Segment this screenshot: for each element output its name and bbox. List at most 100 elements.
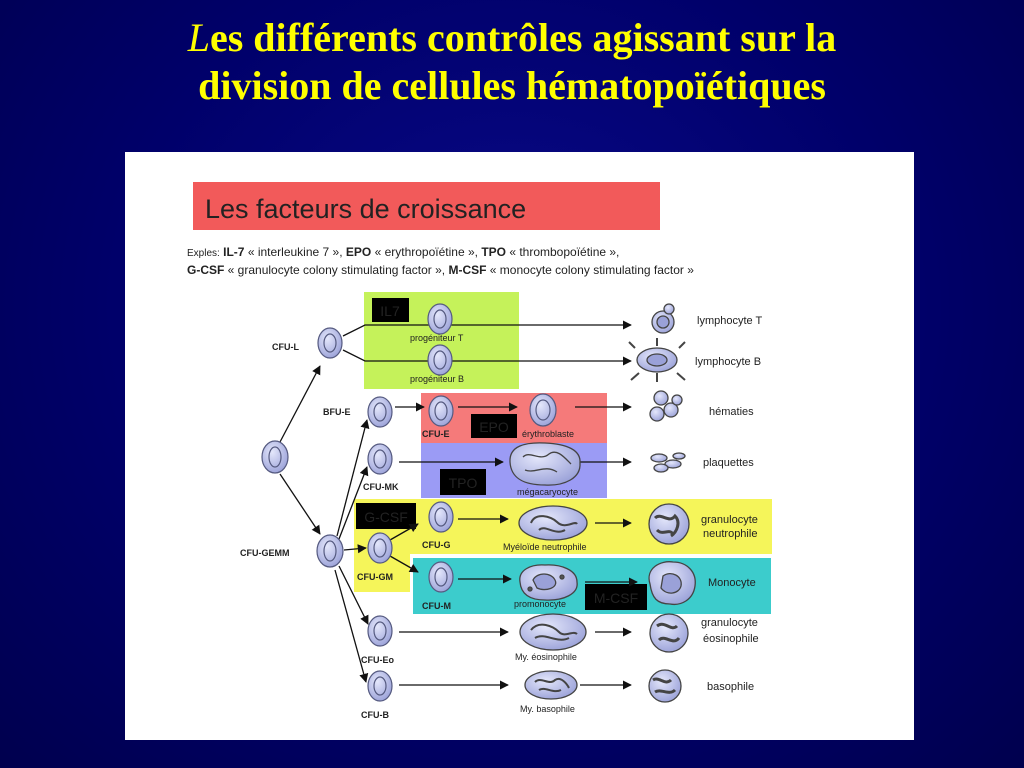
arrow-stem-cfu-l	[279, 365, 321, 443]
label-cfu-g: CFU-G	[422, 540, 451, 550]
arrow-gemm-cfu-mk	[338, 466, 369, 540]
label-granulo-neutro-2: neutrophile	[703, 528, 757, 540]
cell-cfu-gemm	[316, 534, 344, 568]
examples-exLine2-part-3: « monocyte colony stimulating factor »	[486, 263, 694, 277]
examples-exLine1-part-5: « thrombopoïétine »,	[506, 245, 619, 259]
label-myeloid-neutro: Myéloïde neutrophile	[503, 542, 587, 552]
examples-exLine1-part-0: IL-7	[223, 245, 245, 259]
examples-line2: G-CSF « granulocyte colony stimulating f…	[187, 263, 694, 277]
label-cfu-gemm: CFU-GEMM	[240, 548, 290, 558]
label-my-baso: My. basophile	[520, 704, 575, 714]
label-promonocyte: promonocyte	[514, 599, 566, 609]
label-monocyte: Monocyte	[708, 577, 756, 589]
label-cfu-e: CFU-E	[422, 429, 450, 439]
gcsf-label: G-CSF	[364, 509, 408, 525]
cell-prog-b	[427, 344, 453, 376]
examples-exLine2-part-1: « granulocyte colony stimulating factor …	[224, 263, 448, 277]
cell-cfu-mk	[367, 443, 393, 475]
label-cfu-b: CFU-B	[361, 710, 389, 720]
label-lymph-t: lymphocyte T	[697, 315, 762, 327]
cell-monocyte	[648, 561, 696, 606]
label-my-eosino: My. éosinophile	[515, 652, 577, 662]
cell-basophile	[648, 669, 682, 703]
arrow-gemm-cfu-gm	[343, 544, 367, 554]
title-line2: division de cellules hématopoïétiques	[198, 63, 826, 108]
complex-cells	[509, 303, 696, 703]
arrow-gemm-cfu-b	[334, 569, 369, 683]
banner-box	[193, 182, 660, 230]
label-cfu-mk: CFU-MK	[363, 482, 399, 492]
examples-exLine1-part-3: « erythropoïétine »,	[371, 245, 481, 259]
cell-cfu-g	[428, 501, 454, 533]
arrow-cfu-gm-cfu-g	[389, 523, 419, 541]
mcsf-label-box	[585, 584, 647, 610]
cell-cfu-gm	[367, 532, 393, 564]
cell-plaquettes	[650, 452, 686, 473]
mcsf-label: M-CSF	[594, 590, 638, 606]
cell-stem	[261, 440, 289, 474]
label-megakaryocyte: mégacaryocyte	[517, 487, 578, 497]
examples-exLine1-part-1: « interleukine 7 »,	[244, 245, 345, 259]
arrow-gemm-cfu-eo	[338, 565, 369, 625]
label-granulo-eosino-2: éosinophile	[703, 633, 759, 645]
arrow-cfu-gm-cfu-m	[389, 555, 419, 573]
cell-myeloid-neutrophil	[518, 505, 588, 541]
examples-exLine1-part-2: EPO	[346, 245, 371, 259]
cell-cfu-e	[428, 395, 454, 427]
label-prog-b: progéniteur B	[410, 374, 464, 384]
examples-line1: Exples: IL-7 « interleukine 7 », EPO « e…	[187, 245, 619, 259]
label-lymph-b: lymphocyte B	[695, 356, 761, 368]
cell-my-basophile	[524, 670, 578, 700]
cell-erythroblast	[529, 393, 557, 427]
title-line1: es différents contrôles agissant sur la	[209, 15, 837, 60]
cell-lymphocyte-b	[628, 338, 686, 382]
arrow-gemm-bfu-e	[336, 419, 370, 537]
banner-text: Les facteurs de croissance	[205, 194, 526, 224]
cell-promonocyte	[519, 564, 578, 601]
tpo-label-box	[440, 469, 486, 495]
progenitor-labels: CFU-L BFU-E CFU-E CFU-MK CFU-GEMM CFU-G …	[240, 342, 451, 720]
label-basophile: basophile	[707, 681, 754, 693]
intermediate-labels: progéniteur T progéniteur B érythroblast…	[410, 333, 587, 714]
title-initial: L	[187, 15, 210, 60]
gcsf-label-box	[356, 503, 416, 529]
examples-exLine1-part-4: TPO	[481, 245, 506, 259]
label-hematies: hématies	[709, 406, 754, 418]
arrows	[279, 320, 638, 690]
cell-lymphocyte-t	[651, 303, 675, 334]
cell-prog-t	[427, 303, 453, 335]
label-granulo-eosino-1: granulocyte	[701, 617, 758, 629]
cell-granulocyte-eosinophile	[649, 613, 689, 653]
slide-title: Les différents contrôles agissant sur la…	[0, 14, 1024, 110]
cell-cfu-eo	[367, 615, 393, 647]
examples-exLine2-part-0: G-CSF	[187, 263, 224, 277]
il7-label-box	[372, 298, 409, 322]
cell-cfu-b	[367, 670, 393, 702]
label-cfu-m: CFU-M	[422, 601, 451, 611]
il7-label: IL7	[380, 303, 400, 319]
cell-megakaryocyte	[509, 442, 581, 486]
label-erythroblast: érythroblaste	[522, 429, 574, 439]
arrow-cfu-l-b	[342, 349, 632, 366]
label-cfu-gm: CFU-GM	[357, 572, 393, 582]
output-labels: lymphocyte T lymphocyte B hématies plaqu…	[695, 315, 762, 693]
epo-label: EPO	[479, 419, 509, 435]
label-prog-t: progéniteur T	[410, 333, 464, 343]
diagram-panel: Les facteurs de croissance Exples: IL-7 …	[125, 152, 914, 740]
label-cfu-eo: CFU-Eo	[361, 655, 394, 665]
cell-granulocyte-neutrophile	[648, 503, 690, 545]
hematopoiesis-diagram: Les facteurs de croissance Exples: IL-7 …	[187, 182, 772, 720]
gcsf-box	[410, 499, 772, 554]
tpo-label: TPO	[449, 475, 478, 491]
label-cfu-l: CFU-L	[272, 342, 299, 352]
label-bfu-e: BFU-E	[323, 407, 351, 417]
examples-prefix: Exples:	[187, 248, 220, 259]
cell-hematies	[649, 390, 683, 422]
epo-label-box	[471, 414, 517, 438]
cells	[261, 303, 557, 702]
arrow-stem-cfu-gemm	[279, 473, 321, 535]
label-granulo-neutro-1: granulocyte	[701, 514, 758, 526]
cell-cfu-l	[317, 327, 343, 359]
cell-cfu-m	[428, 561, 454, 593]
examples-exLine2-part-2: M-CSF	[448, 263, 486, 277]
